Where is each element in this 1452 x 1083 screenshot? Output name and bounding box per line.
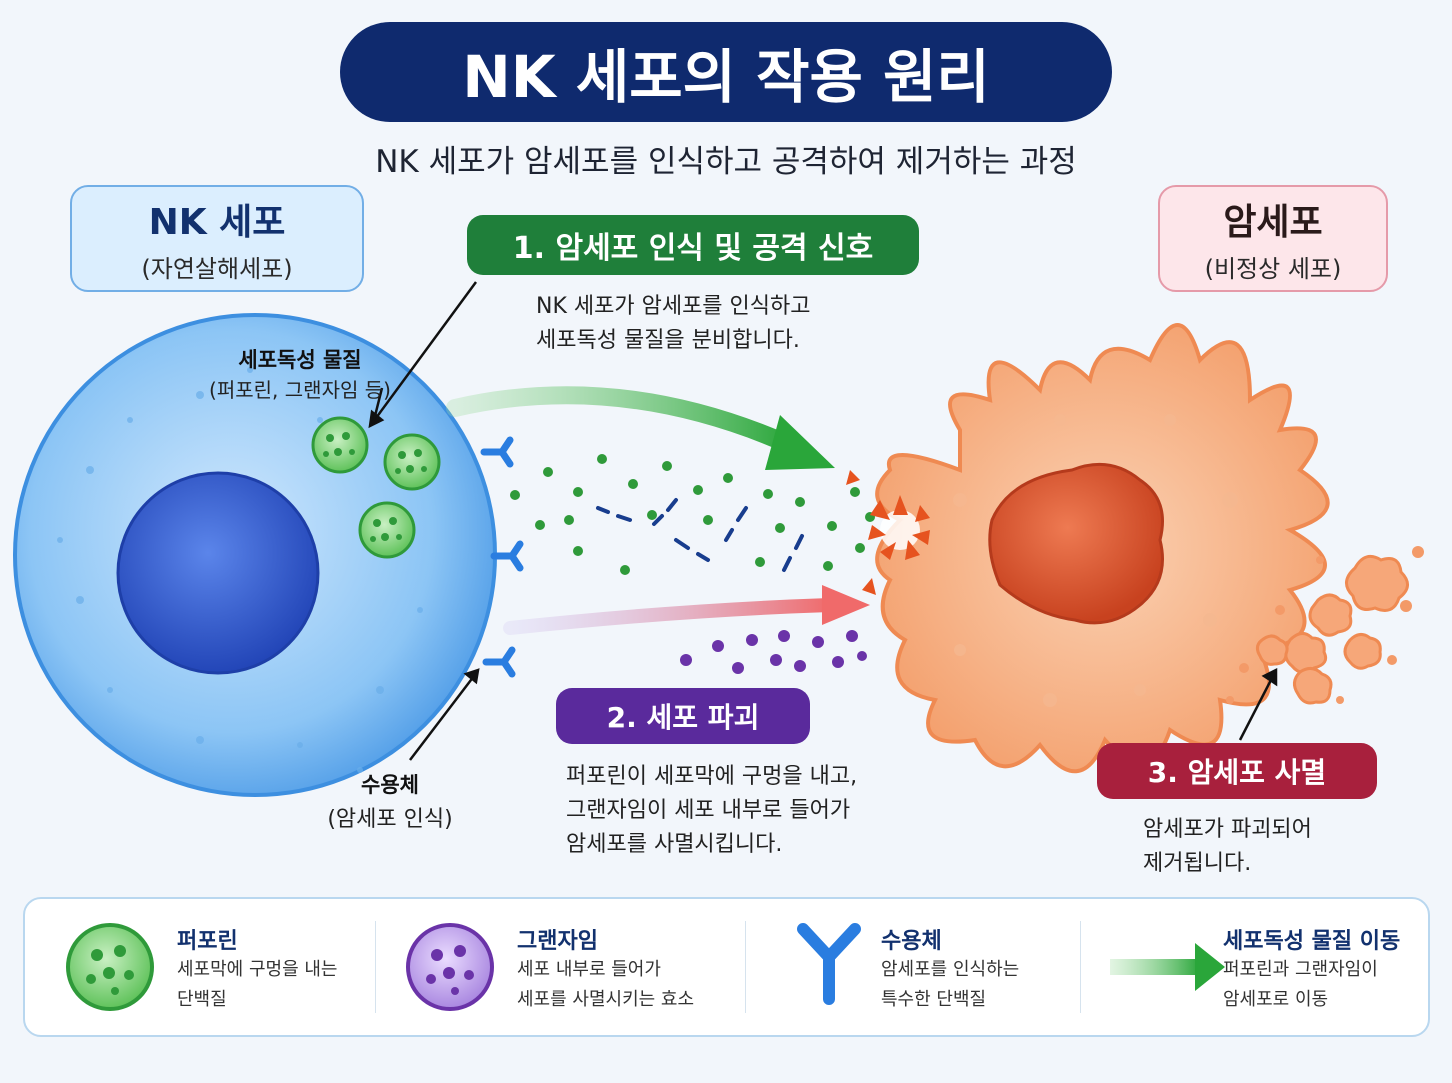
legend: 퍼포린 세포막에 구멍을 내는 단백질 그랜자임 세포 내부로 들어가 세포를 … (23, 897, 1430, 1037)
legend-line: 세포 내부로 들어가 (517, 959, 661, 980)
receptor-icon (797, 923, 861, 1005)
leader-lines (368, 281, 1278, 761)
cancer-cell-title: 암세포 (1223, 202, 1323, 243)
legend-flow-title: 세포독성 물질 이동 (1223, 929, 1401, 954)
step-1-line: 세포독성 물질을 분비합니다. (536, 328, 800, 353)
receptor-label-title: 수용체 (361, 773, 419, 797)
cancer-fragments (1255, 554, 1409, 705)
cytotoxic-label-subtitle: (퍼포린, 그랜자임 등) (209, 378, 391, 402)
granzyme-particles (680, 630, 867, 674)
perforin-dashes (596, 498, 804, 572)
legend-divider (745, 921, 746, 1013)
cancer-cell (875, 323, 1330, 774)
arrow-icon (1110, 943, 1225, 991)
step-3-line: 제거됩니다. (1143, 851, 1252, 876)
cancer-cell-subtitle: (비정상 세포) (1204, 255, 1342, 283)
receptor-label-subtitle: (암세포 인식) (327, 807, 453, 832)
legend-line: 세포를 사멸시키는 효소 (517, 989, 695, 1010)
cytotoxic-label-title: 세포독성 물질 (238, 348, 362, 372)
receptors (480, 436, 524, 678)
legend-perforin-title: 퍼포린 (177, 929, 238, 954)
step-3-description: 암세포가 파괴되어 제거됩니다. (1143, 813, 1383, 881)
step-2-line: 그랜자임이 세포 내부로 들어가 (566, 798, 851, 823)
legend-divider (375, 921, 376, 1013)
step-2-line: 퍼포린이 세포막에 구멍을 내고, (566, 764, 858, 789)
legend-line: 세포막에 구멍을 내는 (177, 959, 338, 980)
legend-granzyme-desc: 세포 내부로 들어가 세포를 사멸시키는 효소 (517, 955, 694, 1015)
legend-line: 암세포로 이동 (1223, 989, 1329, 1010)
cytotoxic-label: 세포독성 물질 (퍼포린, 그랜자임 등) (190, 344, 410, 403)
cytotoxic-flow-arrow (446, 386, 835, 470)
step-3-line: 암세포가 파괴되어 (1143, 817, 1312, 842)
legend-receptor-desc: 암세포를 인식하는 특수한 단백질 (881, 955, 1019, 1015)
perforin-icon (66, 923, 154, 1011)
step-1-label: 1. 암세포 인식 및 공격 신호 (467, 215, 919, 275)
legend-line: 퍼포린과 그랜자임이 (1223, 959, 1378, 980)
legend-divider (1080, 921, 1081, 1013)
step-2-description: 퍼포린이 세포막에 구멍을 내고, 그랜자임이 세포 내부로 들어가 암세포를 … (566, 760, 946, 862)
nk-cell-title: NK 세포 (148, 202, 286, 243)
receptor-label: 수용체 (암세포 인식) (300, 768, 480, 837)
destruction-flow-arrow (503, 585, 870, 635)
step-2-label: 2. 세포 파괴 (556, 688, 810, 744)
legend-line: 특수한 단백질 (881, 989, 987, 1010)
nk-cell-label-box: NK 세포 (자연살해세포) (70, 185, 364, 292)
legend-perforin-desc: 세포막에 구멍을 내는 단백질 (177, 955, 337, 1015)
page-title: NK 세포의 작용 원리 (340, 22, 1112, 122)
cancer-cell-label-box: 암세포 (비정상 세포) (1158, 185, 1388, 292)
legend-icons (66, 923, 1225, 1011)
legend-granzyme-title: 그랜자임 (517, 929, 598, 954)
perforin-particles (510, 454, 875, 575)
legend-flow-desc: 퍼포린과 그랜자임이 암세포로 이동 (1223, 955, 1378, 1015)
page-subtitle: NK 세포가 암세포를 인식하고 공격하여 제거하는 과정 (375, 144, 1077, 180)
step-2-line: 암세포를 사멸시킵니다. (566, 832, 783, 857)
legend-line: 암세포를 인식하는 (881, 959, 1020, 980)
step-1-description: NK 세포가 암세포를 인식하고 세포독성 물질을 분비합니다. (536, 290, 896, 358)
impact-burst (846, 470, 930, 595)
step-3-label: 3. 암세포 사멸 (1097, 743, 1377, 799)
granzyme-icon (406, 923, 494, 1011)
nk-cell-subtitle: (자연살해세포) (141, 255, 293, 283)
debris-dots (1226, 546, 1424, 704)
legend-receptor-title: 수용체 (881, 929, 942, 954)
legend-line: 단백질 (177, 989, 227, 1010)
perforin-granules (311, 416, 441, 559)
step-1-line: NK 세포가 암세포를 인식하고 (536, 294, 811, 319)
